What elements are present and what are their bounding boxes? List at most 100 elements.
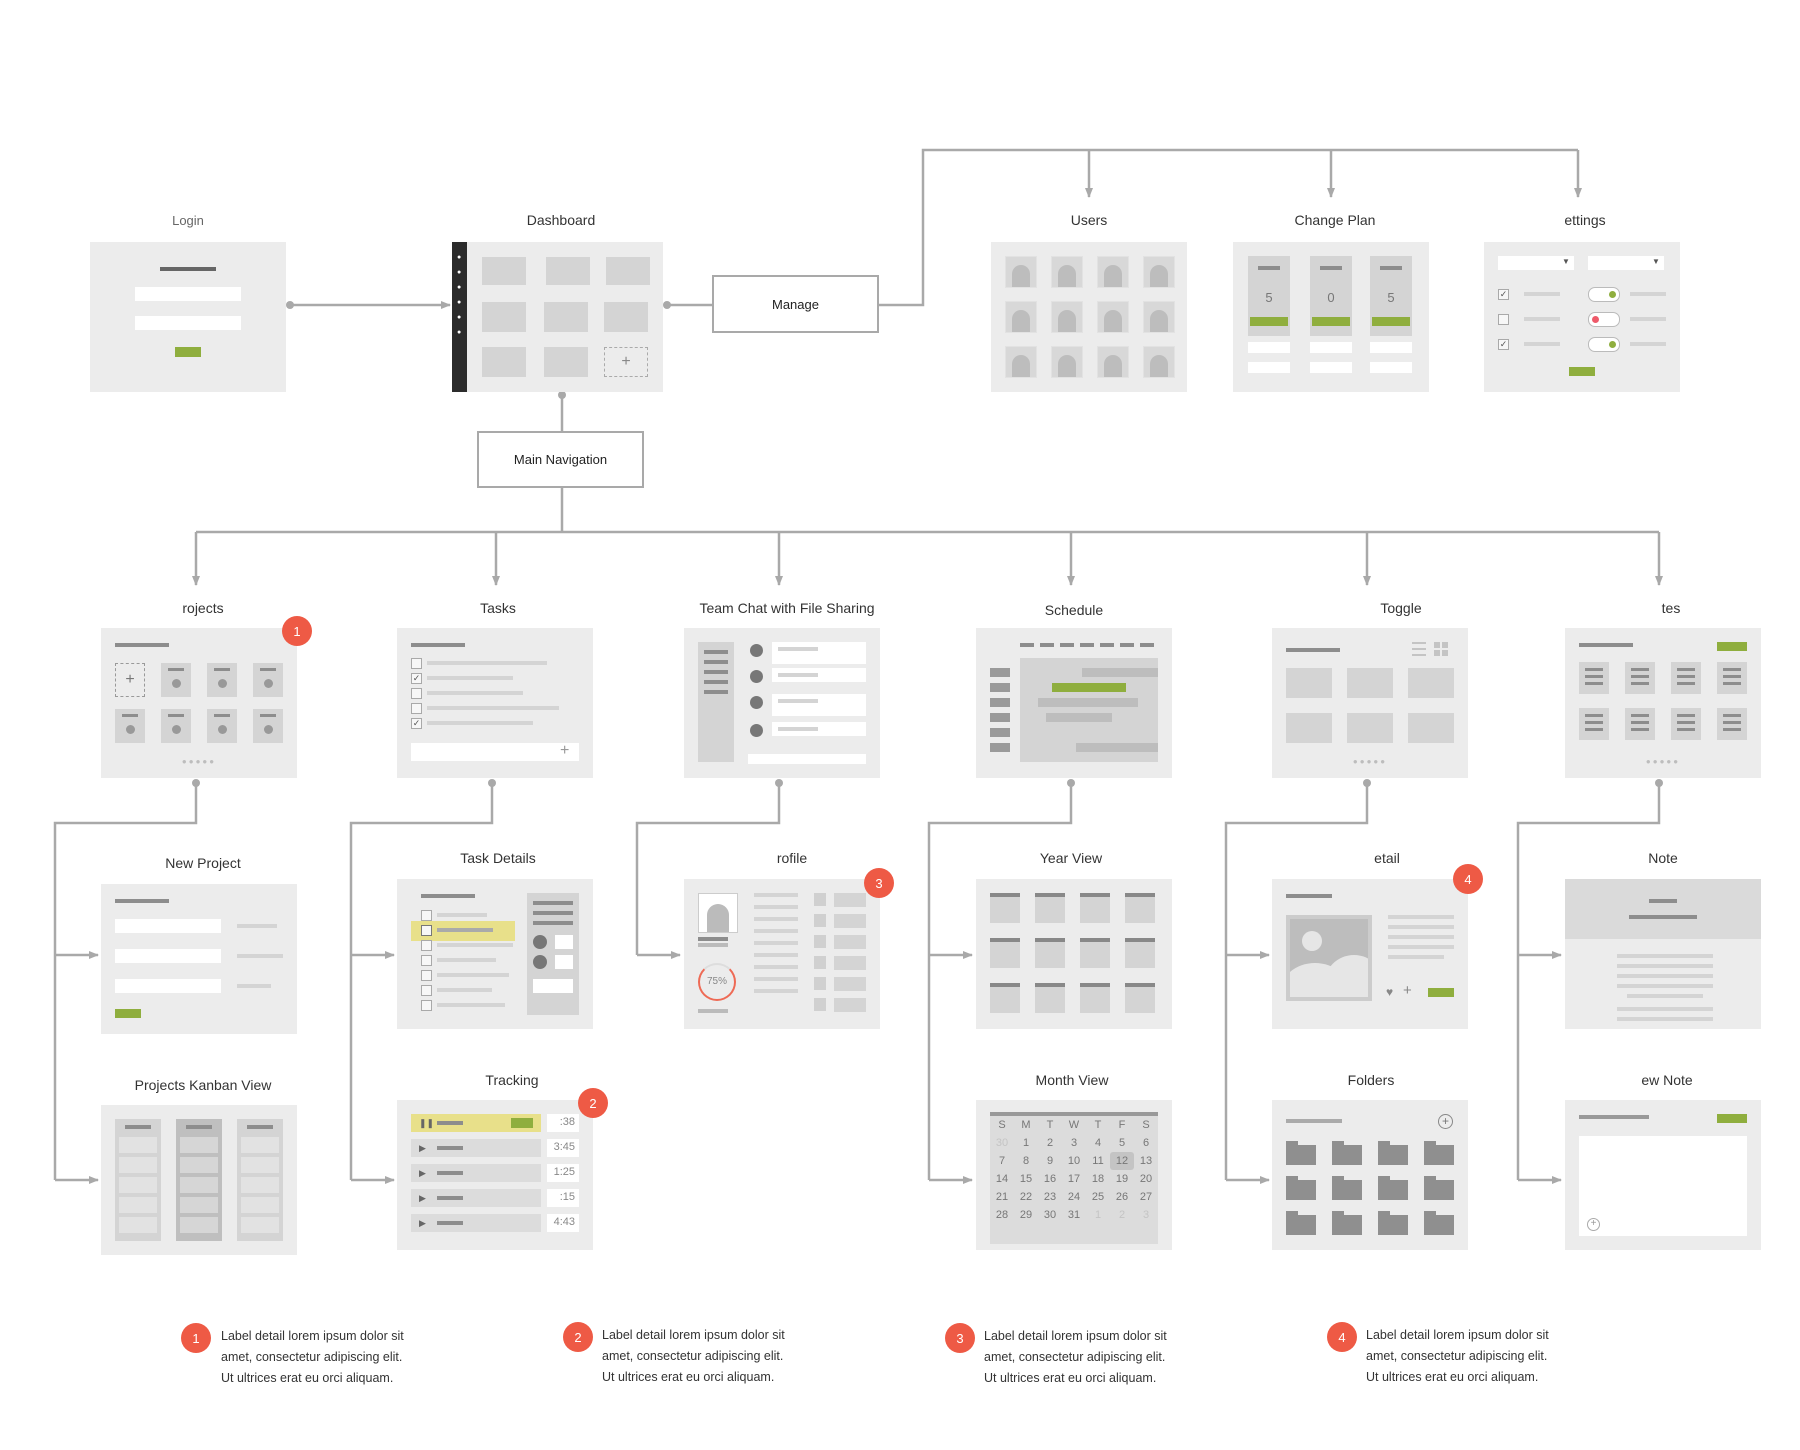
calendar-day[interactable]: 11 xyxy=(1092,1155,1104,1167)
folder-icon[interactable] xyxy=(1332,1211,1362,1235)
calendar-day[interactable]: 30 xyxy=(1043,1209,1057,1221)
tasks-screen[interactable]: ✓ ✓ + xyxy=(397,628,593,778)
change-plan-screen[interactable]: 5 0 5 xyxy=(1233,242,1429,392)
task-details-screen[interactable] xyxy=(397,879,593,1029)
schedule-screen[interactable] xyxy=(976,628,1172,778)
add-icon[interactable]: + xyxy=(1587,1218,1600,1231)
checkbox-icon[interactable] xyxy=(421,940,432,951)
calendar-day[interactable]: 18 xyxy=(1091,1173,1105,1185)
calendar-day[interactable]: 3 xyxy=(1142,1209,1150,1221)
calendar-day[interactable]: 16 xyxy=(1043,1173,1057,1185)
users-screen[interactable] xyxy=(991,242,1187,392)
calendar-day[interactable]: 29 xyxy=(1019,1209,1033,1221)
calendar-day[interactable]: 8 xyxy=(1022,1155,1030,1167)
calendar-day[interactable]: 5 xyxy=(1118,1137,1126,1149)
folder-icon[interactable] xyxy=(1424,1176,1454,1200)
checkbox-icon[interactable] xyxy=(421,1000,432,1011)
play-icon[interactable]: ▶ xyxy=(419,1168,426,1178)
calendar-day[interactable]: 2 xyxy=(1046,1137,1054,1149)
folders-screen[interactable]: + xyxy=(1272,1100,1468,1250)
checkbox-icon[interactable] xyxy=(421,955,432,966)
calendar-day[interactable]: 10 xyxy=(1067,1155,1081,1167)
plus-icon[interactable]: + xyxy=(1403,982,1412,999)
calendar-day[interactable]: 15 xyxy=(1019,1173,1033,1185)
plus-icon[interactable]: + xyxy=(560,742,570,759)
calendar-day[interactable]: 22 xyxy=(1019,1191,1033,1203)
calendar-day[interactable]: 31 xyxy=(1067,1209,1081,1221)
toggle-icon[interactable] xyxy=(1588,287,1620,302)
main-navigation-node[interactable]: Main Navigation xyxy=(477,431,644,488)
checkbox-icon[interactable] xyxy=(421,925,432,936)
calendar-day[interactable]: 3 xyxy=(1070,1137,1078,1149)
profile-screen[interactable]: 75% xyxy=(684,879,880,1029)
grid-view-icon[interactable] xyxy=(1434,642,1448,656)
kanban-screen[interactable] xyxy=(101,1105,297,1255)
plus-icon[interactable]: + xyxy=(115,663,145,697)
calendar-day[interactable]: 4 xyxy=(1094,1137,1102,1149)
play-icon[interactable]: ▶ xyxy=(419,1143,426,1153)
note-screen[interactable] xyxy=(1565,879,1761,1029)
toggle-icon[interactable] xyxy=(1588,337,1620,352)
detail-screen[interactable]: ♥ + xyxy=(1272,879,1468,1029)
play-icon[interactable]: ▶ xyxy=(419,1218,426,1228)
calendar-day[interactable]: 7 xyxy=(998,1155,1006,1167)
toggle-icon[interactable] xyxy=(1588,312,1620,327)
toggle-screen[interactable]: ●●●●● xyxy=(1272,628,1468,778)
manage-node[interactable]: Manage xyxy=(712,275,879,333)
calendar-day[interactable]: 25 xyxy=(1091,1191,1105,1203)
calendar-day[interactable]: 23 xyxy=(1043,1191,1057,1203)
folder-icon[interactable] xyxy=(1424,1211,1454,1235)
folder-icon[interactable] xyxy=(1286,1176,1316,1200)
new-project-screen[interactable] xyxy=(101,884,297,1034)
calendar-day[interactable]: 21 xyxy=(995,1191,1009,1203)
list-view-icon[interactable] xyxy=(1412,642,1426,656)
note-editor[interactable] xyxy=(1579,1136,1747,1236)
new-note-screen[interactable]: + xyxy=(1565,1100,1761,1250)
login-screen[interactable] xyxy=(90,242,286,392)
checkbox-icon[interactable] xyxy=(421,985,432,996)
settings-screen[interactable]: ▼ ▼ ✓ ✓ xyxy=(1484,242,1680,392)
folder-icon[interactable] xyxy=(1286,1141,1316,1165)
calendar-day[interactable]: 14 xyxy=(995,1173,1009,1185)
tracking-screen[interactable]: ❚❚:38▶3:45▶1:25▶:15▶4:43 xyxy=(397,1100,593,1250)
calendar-day[interactable]: 24 xyxy=(1067,1191,1081,1203)
checkbox-icon[interactable] xyxy=(411,703,422,714)
calendar-day[interactable]: 27 xyxy=(1139,1191,1153,1203)
checkbox-icon[interactable]: ✓ xyxy=(411,718,422,729)
folder-icon[interactable] xyxy=(1378,1211,1408,1235)
calendar-day[interactable]: 19 xyxy=(1115,1173,1129,1185)
checkbox-icon[interactable]: ✓ xyxy=(1498,289,1509,300)
calendar-day[interactable]: 1 xyxy=(1094,1209,1102,1221)
calendar-day[interactable]: 13 xyxy=(1139,1155,1153,1167)
notes-screen[interactable]: ●●●●● xyxy=(1565,628,1761,778)
folder-icon[interactable] xyxy=(1332,1141,1362,1165)
folder-icon[interactable] xyxy=(1286,1211,1316,1235)
add-folder-icon[interactable]: + xyxy=(1438,1114,1453,1129)
pause-icon[interactable]: ❚❚ xyxy=(419,1118,435,1128)
add-widget-icon[interactable]: + xyxy=(604,347,648,377)
calendar-day[interactable]: 6 xyxy=(1142,1137,1150,1149)
calendar-day[interactable]: 20 xyxy=(1139,1173,1153,1185)
calendar-day[interactable]: 28 xyxy=(995,1209,1009,1221)
calendar-day[interactable]: 30 xyxy=(995,1137,1009,1149)
checkbox-icon[interactable] xyxy=(411,688,422,699)
folder-icon[interactable] xyxy=(1332,1176,1362,1200)
folder-icon[interactable] xyxy=(1424,1141,1454,1165)
heart-icon[interactable]: ♥ xyxy=(1386,985,1394,999)
checkbox-icon[interactable]: ✓ xyxy=(1498,339,1509,350)
projects-screen[interactable]: + ●●●●● xyxy=(101,628,297,778)
checkbox-icon[interactable] xyxy=(421,970,432,981)
play-icon[interactable]: ▶ xyxy=(419,1193,426,1203)
year-view-screen[interactable] xyxy=(976,879,1172,1029)
checkbox-icon[interactable] xyxy=(421,910,432,921)
calendar-day[interactable]: 12 xyxy=(1110,1152,1134,1170)
calendar-day[interactable]: 2 xyxy=(1118,1209,1126,1221)
calendar-day[interactable]: 1 xyxy=(1022,1137,1030,1149)
checkbox-icon[interactable]: ✓ xyxy=(411,673,422,684)
checkbox-icon[interactable] xyxy=(1498,314,1509,325)
checkbox-icon[interactable] xyxy=(411,658,422,669)
folder-icon[interactable] xyxy=(1378,1141,1408,1165)
dashboard-screen[interactable]: ●●●●●● + xyxy=(452,242,663,392)
folder-icon[interactable] xyxy=(1378,1176,1408,1200)
